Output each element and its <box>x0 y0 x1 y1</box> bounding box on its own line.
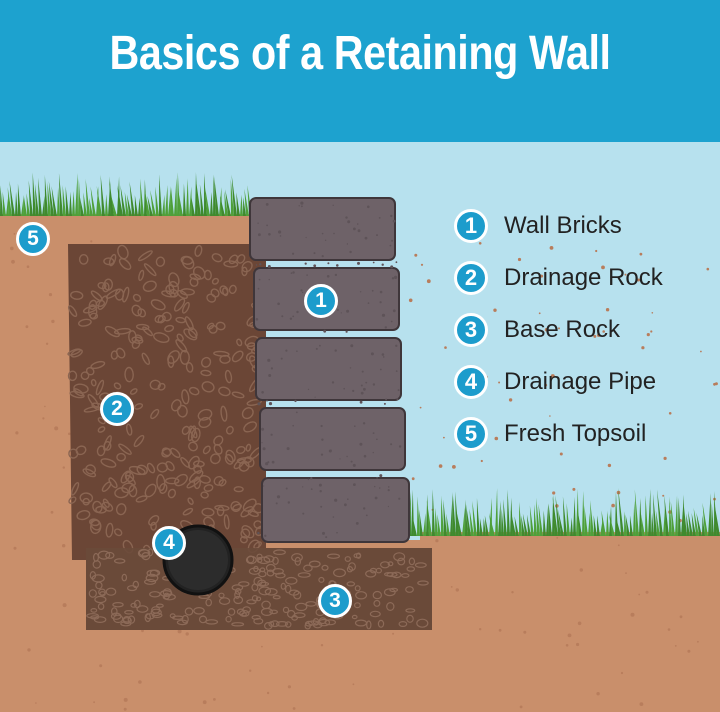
marker-wall-bricks: 1 <box>304 284 338 318</box>
legend-item: 5 Fresh Topsoil <box>454 414 646 454</box>
page-title: Basics of a Retaining Wall <box>109 27 611 80</box>
base-rock-texture <box>86 548 429 630</box>
legend-label: Drainage Rock <box>504 264 663 291</box>
brick-4 <box>259 407 406 471</box>
legend-item: 4 Drainage Pipe <box>454 362 656 402</box>
legend-badge: 4 <box>454 365 488 399</box>
legend-label: Drainage Pipe <box>504 368 657 395</box>
marker-drainage-rock: 2 <box>100 392 134 426</box>
wall-bricks <box>249 197 410 543</box>
legend-item: 2 Drainage Rock <box>454 258 663 298</box>
brick-1 <box>249 197 396 261</box>
legend-item: 1 Wall Bricks <box>454 206 622 246</box>
legend-label: Wall Bricks <box>504 212 622 239</box>
legend-label: Base Rock <box>504 316 621 343</box>
grass-upper <box>0 172 252 216</box>
legend-badge: 5 <box>454 417 488 451</box>
legend-label: Fresh Topsoil <box>504 420 647 447</box>
legend-badge: 1 <box>454 209 488 243</box>
marker-drainage-pipe: 4 <box>152 526 186 560</box>
marker-fresh-topsoil: 5 <box>16 222 50 256</box>
legend-badge: 2 <box>454 261 488 295</box>
legend-badge: 3 <box>454 313 488 347</box>
legend-item: 3 Base Rock <box>454 310 620 350</box>
brick-3 <box>255 337 402 401</box>
brick-5 <box>261 477 410 543</box>
grass-lower <box>408 488 720 536</box>
brick-texture <box>255 201 402 539</box>
marker-base-rock: 3 <box>318 584 352 618</box>
title-banner <box>0 0 720 142</box>
